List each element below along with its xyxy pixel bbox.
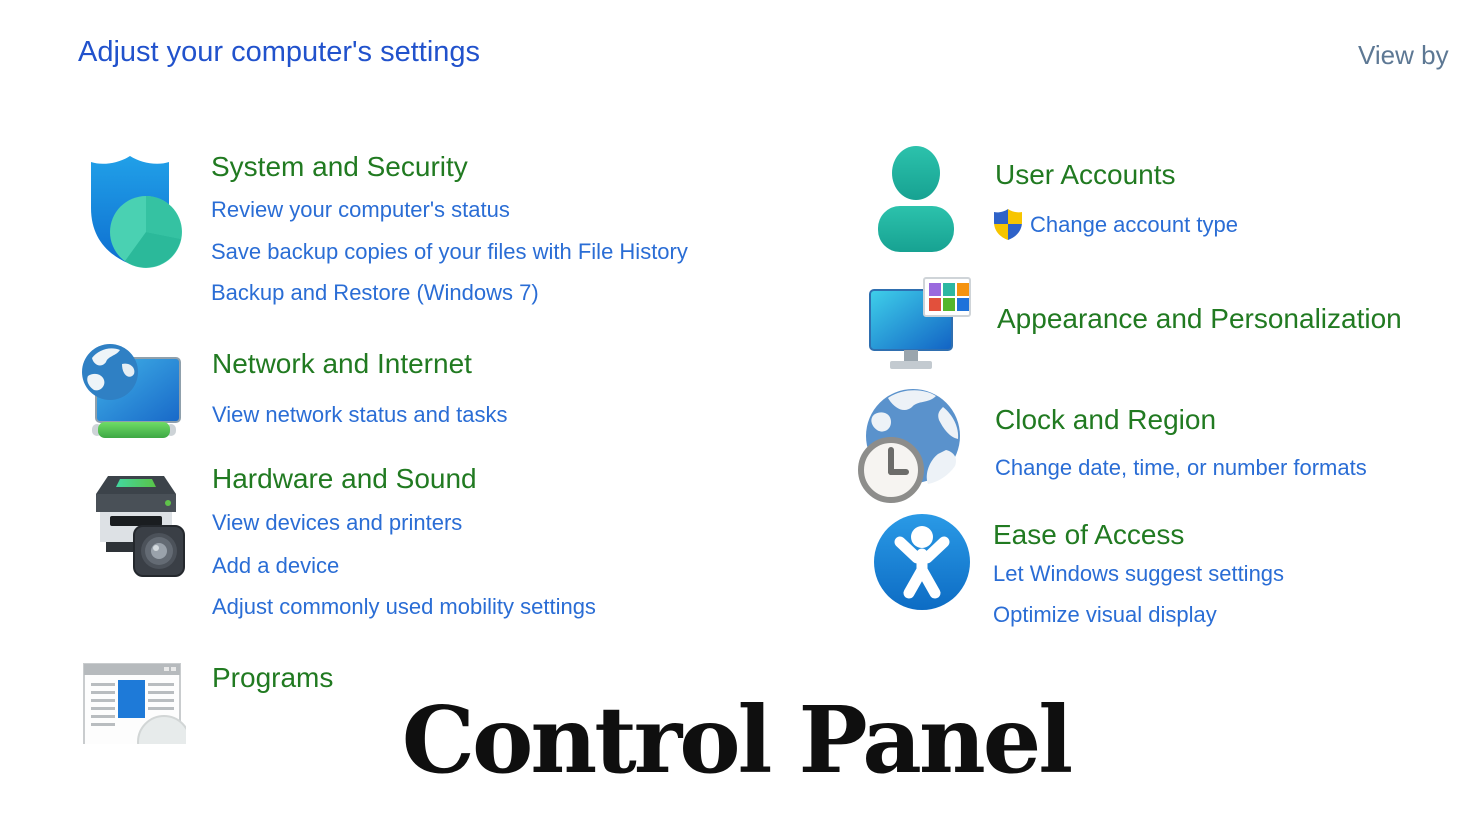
task-file-history-backup[interactable]: Save backup copies of your files with Fi… <box>211 239 688 264</box>
task-change-account-type[interactable]: Change account type <box>1030 212 1238 237</box>
task-view-network-status[interactable]: View network status and tasks <box>212 402 508 427</box>
category-network-and-internet[interactable]: Network and Internet <box>212 348 472 379</box>
category-system-and-security[interactable]: System and Security <box>211 151 468 182</box>
control-panel-caption: Control Panel <box>401 686 1073 794</box>
printer-speaker-icon[interactable] <box>82 464 190 582</box>
appearance-monitor-icon[interactable] <box>866 276 974 372</box>
ease-of-access-icon[interactable] <box>872 512 972 612</box>
system-security-shield-icon[interactable] <box>84 150 184 278</box>
category-programs[interactable]: Programs <box>212 662 334 693</box>
task-optimize-visual-display[interactable]: Optimize visual display <box>993 602 1217 627</box>
task-review-computer-status[interactable]: Review your computer's status <box>211 197 510 222</box>
programs-window-icon[interactable] <box>78 658 186 744</box>
category-ease-of-access[interactable]: Ease of Access <box>993 519 1185 550</box>
category-clock-and-region[interactable]: Clock and Region <box>995 404 1217 435</box>
clock-globe-icon[interactable] <box>858 386 964 504</box>
task-let-windows-suggest-settings[interactable]: Let Windows suggest settings <box>993 561 1285 586</box>
user-silhouette-icon[interactable] <box>870 144 962 254</box>
category-appearance-personalization[interactable]: Appearance and Personalization <box>997 303 1402 334</box>
task-view-devices-printers[interactable]: View devices and printers <box>212 510 463 535</box>
category-user-accounts[interactable]: User Accounts <box>995 159 1176 190</box>
network-monitor-globe-icon[interactable] <box>80 342 184 438</box>
task-add-a-device[interactable]: Add a device <box>212 553 340 578</box>
view-by-label: View by <box>1358 40 1449 70</box>
category-hardware-and-sound[interactable]: Hardware and Sound <box>212 463 477 494</box>
view-by-control[interactable]: View by <box>1358 40 1449 71</box>
page-title: Adjust your computer's settings <box>78 36 481 68</box>
uac-shield-icon <box>992 207 1024 241</box>
task-backup-and-restore[interactable]: Backup and Restore (Windows 7) <box>211 280 539 305</box>
task-change-date-time-formats[interactable]: Change date, time, or number formats <box>995 455 1367 480</box>
task-adjust-mobility-settings[interactable]: Adjust commonly used mobility settings <box>212 594 596 619</box>
